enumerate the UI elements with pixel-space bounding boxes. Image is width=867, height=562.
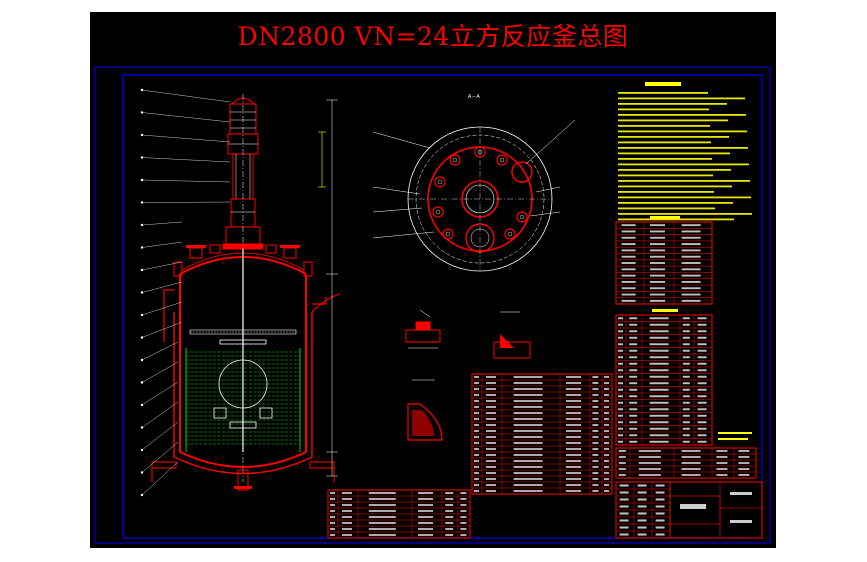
nozzle-left-top (189, 247, 203, 259)
detail-view-2 (493, 311, 531, 359)
nozzle-plan-view: A－A (372, 94, 576, 272)
plan-small-nozzles (432, 146, 528, 240)
height-dimension (318, 99, 338, 477)
drawing-title: DN2800 VN=24立方反应釜总图 (237, 22, 629, 51)
internal-heating-coil (185, 348, 301, 452)
leader-lines-left (140, 88, 231, 497)
agitator-hub-upper (219, 339, 267, 345)
support-lug-left (173, 261, 183, 277)
section-label: A－A (468, 94, 480, 100)
impeller-hub-lower (229, 421, 257, 429)
detail-view-3 (407, 379, 443, 441)
heating-jacket (173, 312, 313, 475)
detail-view-1 (405, 309, 441, 349)
bottom-head (179, 451, 307, 468)
support-leg-left (151, 461, 177, 469)
cad-drawing: A－A (94, 66, 771, 544)
impeller-blade-left (213, 407, 227, 419)
agitator-sweep-circle (218, 359, 268, 409)
drawing-sheet: DN2800 VN=24立方反应釜总图 (90, 12, 776, 548)
technical-requirements (618, 82, 752, 440)
side-inlet-pipe (163, 289, 174, 342)
impeller-blade-right (259, 407, 273, 419)
support-lug-right (303, 261, 313, 277)
nozzle-right-top (283, 247, 297, 259)
inner-frame-border (122, 74, 763, 539)
bottom-outlet-valve (237, 469, 249, 491)
plan-large-nozzle (511, 161, 533, 183)
vessel-elevation-view (151, 94, 341, 491)
support-leg-right (309, 461, 335, 469)
parts-and-spec-tables (327, 221, 763, 539)
outer-frame-border (94, 66, 771, 544)
